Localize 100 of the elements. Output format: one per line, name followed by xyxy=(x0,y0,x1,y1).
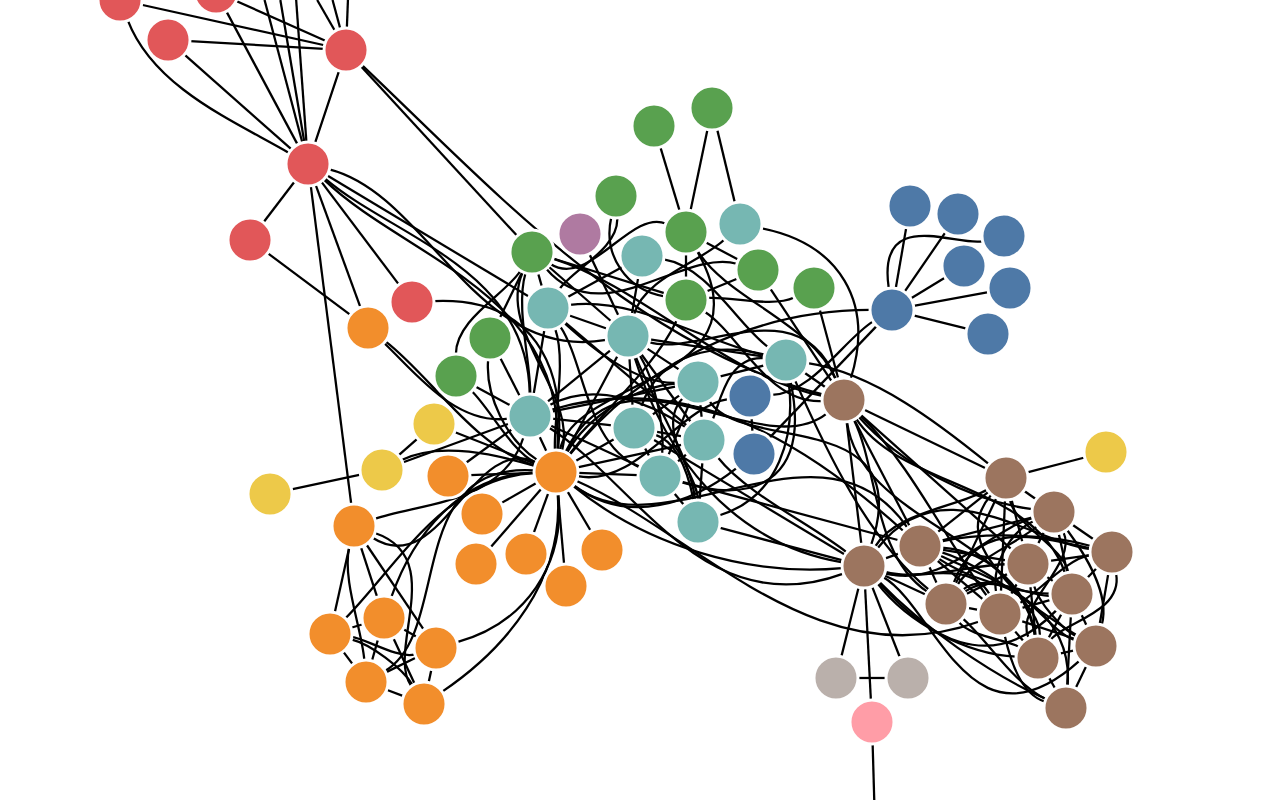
edge-line xyxy=(761,227,860,380)
node-circle xyxy=(502,530,550,578)
edge-line xyxy=(546,349,612,403)
node-circle xyxy=(976,590,1024,638)
node-circle xyxy=(688,84,736,132)
edge-line xyxy=(235,0,327,43)
edge-line xyxy=(365,543,425,631)
edge-line xyxy=(360,65,518,237)
edge-line xyxy=(568,319,678,456)
edge-line xyxy=(640,353,692,423)
edge-line xyxy=(803,371,827,389)
edge-line xyxy=(1025,531,1067,639)
edge-line xyxy=(550,397,905,533)
edge-line xyxy=(401,449,536,467)
edge-line xyxy=(886,234,983,289)
edge-line xyxy=(532,329,546,395)
edge-line xyxy=(141,3,325,47)
node-circle xyxy=(410,400,458,448)
node-circle xyxy=(630,102,678,150)
node-circle xyxy=(674,498,722,546)
edge-line xyxy=(385,656,417,674)
edge-line xyxy=(719,364,765,378)
edge-line xyxy=(716,129,736,203)
node-circle xyxy=(680,416,728,464)
edge-line xyxy=(1003,635,1046,703)
edge-line xyxy=(855,417,1066,574)
edge-line xyxy=(1029,585,1037,637)
edge-line xyxy=(771,320,874,397)
node-circle xyxy=(556,210,604,258)
node-circle xyxy=(542,562,590,610)
edge-line xyxy=(878,581,1047,701)
node-circle xyxy=(532,448,580,496)
edge-line xyxy=(500,481,538,505)
node-circle xyxy=(964,310,1012,358)
edge-line xyxy=(939,554,1069,687)
edge-line xyxy=(291,473,361,491)
edge-line xyxy=(1074,665,1088,689)
edge-line xyxy=(672,397,700,501)
edge-line xyxy=(877,581,1058,647)
edge-line xyxy=(263,0,304,144)
node-circle xyxy=(762,336,810,384)
edge-line xyxy=(552,257,666,295)
edge-line xyxy=(654,433,695,501)
edge-line xyxy=(718,381,792,517)
edge-line xyxy=(894,227,908,289)
edge-line xyxy=(520,272,532,395)
node-circle xyxy=(790,264,838,312)
edge-line xyxy=(499,357,521,397)
edge-line xyxy=(498,271,524,319)
edge-line xyxy=(568,308,871,456)
edge-line xyxy=(331,0,342,30)
node-circle xyxy=(980,212,1028,260)
edge-line xyxy=(1049,573,1118,641)
edge-line xyxy=(634,356,697,501)
edge-line xyxy=(551,417,613,427)
edge-line xyxy=(1020,619,1076,641)
edge-line xyxy=(793,379,930,591)
edge-line xyxy=(994,520,1035,593)
edge-line xyxy=(572,476,909,529)
edge-line xyxy=(559,325,641,469)
edge-line xyxy=(374,531,414,687)
edge-line xyxy=(962,581,1051,597)
edge-line xyxy=(262,180,296,224)
node-circle xyxy=(1082,428,1130,476)
edge-line xyxy=(333,547,351,613)
edge-line xyxy=(1057,533,1069,573)
edge-line xyxy=(963,582,1076,642)
edge-line xyxy=(1066,615,1072,687)
edge-line xyxy=(845,421,1037,637)
edge-line xyxy=(361,64,824,396)
edge-line xyxy=(545,260,738,295)
edge-line xyxy=(876,582,1017,658)
edge-line xyxy=(941,548,1007,562)
edge-line xyxy=(884,571,991,596)
edge-line xyxy=(441,493,560,693)
edge-line xyxy=(564,399,828,453)
edge-line xyxy=(474,385,512,407)
edge-line xyxy=(807,362,990,465)
edge-line xyxy=(326,174,530,298)
edge-line xyxy=(465,428,513,464)
node-circle xyxy=(610,404,658,452)
edge-line xyxy=(309,185,353,505)
node-circle xyxy=(1042,684,1090,732)
edge-line xyxy=(884,516,1034,577)
edge-line xyxy=(698,461,704,501)
edge-line xyxy=(852,419,929,593)
node-circle xyxy=(886,182,934,230)
edge-line xyxy=(471,390,537,464)
edge-line xyxy=(454,270,522,355)
edge-line xyxy=(279,0,306,143)
edge-line xyxy=(913,290,989,308)
edge-line xyxy=(402,422,510,464)
node-circle xyxy=(524,284,572,332)
edge-line xyxy=(1066,529,1105,625)
edge-line xyxy=(630,277,640,315)
edge-line xyxy=(577,398,729,479)
node-circle xyxy=(848,698,896,746)
edge-line xyxy=(351,635,416,657)
node-circle xyxy=(452,540,500,588)
edge-line xyxy=(651,393,681,417)
